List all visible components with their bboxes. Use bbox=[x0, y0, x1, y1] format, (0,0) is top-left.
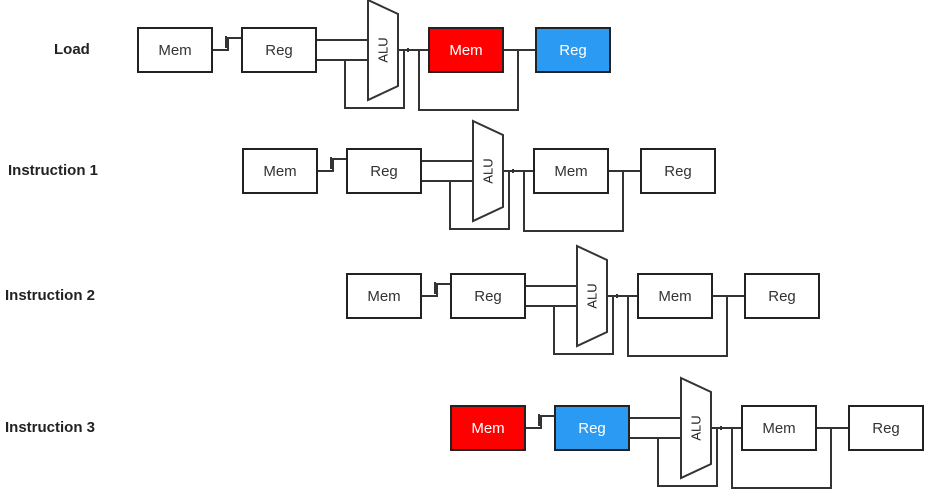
row-label: Instruction 2 bbox=[5, 287, 95, 304]
wire bbox=[418, 50, 519, 111]
mem-stage-label: Mem bbox=[658, 288, 691, 305]
mem-box-rect bbox=[242, 148, 318, 194]
reg-box-rect bbox=[554, 405, 630, 451]
wire bbox=[421, 283, 451, 297]
mem-stage-box: Mem bbox=[346, 273, 422, 319]
pipeline-row-load: Load Mem Reg Mem Reg ALU bbox=[54, 0, 611, 111]
mem-stage-label: Mem bbox=[449, 42, 482, 59]
mem-box-rect bbox=[428, 27, 504, 73]
reg-box-rect bbox=[848, 405, 924, 451]
alu-shape bbox=[680, 376, 712, 480]
alu-label: ALU bbox=[584, 283, 599, 308]
reg-box-rect bbox=[346, 148, 422, 194]
mem-box-rect bbox=[533, 148, 609, 194]
reg-stage-label: Reg bbox=[474, 288, 502, 305]
reg-stage-label: Reg bbox=[578, 420, 606, 437]
alu-stage: ALU bbox=[576, 244, 608, 348]
mem-stage-box: Mem bbox=[741, 405, 817, 451]
wires bbox=[421, 282, 745, 357]
wires bbox=[525, 414, 849, 489]
alu-label: ALU bbox=[480, 158, 495, 183]
reg-stage-box: Reg bbox=[554, 405, 630, 451]
mem-box-rect bbox=[137, 27, 213, 73]
pipeline-row-instruction-1: Instruction 1 Mem Reg Mem Reg ALU bbox=[8, 119, 716, 232]
mem-box-rect bbox=[346, 273, 422, 319]
mem-stage-label: Mem bbox=[762, 420, 795, 437]
alu-shape bbox=[367, 0, 399, 102]
row-label: Instruction 1 bbox=[8, 162, 98, 179]
mem-stage-box: Mem bbox=[137, 27, 213, 73]
wire bbox=[317, 158, 347, 172]
reg-stage-box: Reg bbox=[640, 148, 716, 194]
mem-stage-box: Mem bbox=[533, 148, 609, 194]
alu-label: ALU bbox=[688, 415, 703, 440]
pipeline-row-instruction-2: Instruction 2 Mem Reg Mem Reg ALU bbox=[5, 244, 820, 357]
wire bbox=[212, 37, 242, 51]
wire bbox=[627, 296, 728, 357]
mem-stage-label: Mem bbox=[158, 42, 191, 59]
wires bbox=[317, 157, 641, 232]
mem-box-rect bbox=[741, 405, 817, 451]
reg-stage-label: Reg bbox=[559, 42, 587, 59]
reg-stage-label: Reg bbox=[265, 42, 293, 59]
reg-stage-box: Reg bbox=[346, 148, 422, 194]
alu-shape bbox=[576, 244, 608, 348]
mem-stage-box: Mem bbox=[637, 273, 713, 319]
wires bbox=[212, 36, 536, 111]
reg-stage-label: Reg bbox=[370, 163, 398, 180]
reg-stage-label: Reg bbox=[768, 288, 796, 305]
wire bbox=[553, 296, 614, 355]
wire bbox=[449, 171, 510, 230]
mem-stage-box: Mem bbox=[428, 27, 504, 73]
alu-stage: ALU bbox=[367, 0, 399, 102]
mem-stage-label: Mem bbox=[554, 163, 587, 180]
mem-stage-label: Mem bbox=[263, 163, 296, 180]
reg-stage-label: Reg bbox=[664, 163, 692, 180]
pipeline-row-instruction-3: Instruction 3 Mem Reg Mem Reg ALU bbox=[5, 376, 924, 489]
mem-stage-label: Mem bbox=[471, 420, 504, 437]
row-label: Load bbox=[54, 41, 90, 58]
mem-box-rect bbox=[637, 273, 713, 319]
reg-box-rect bbox=[744, 273, 820, 319]
alu-stage: ALU bbox=[472, 119, 504, 223]
reg-stage-box: Reg bbox=[535, 27, 611, 73]
mem-box-rect bbox=[450, 405, 526, 451]
wire bbox=[523, 171, 624, 232]
reg-stage-box: Reg bbox=[450, 273, 526, 319]
reg-box-rect bbox=[241, 27, 317, 73]
wire bbox=[731, 428, 832, 489]
wire bbox=[525, 415, 555, 429]
reg-box-rect bbox=[535, 27, 611, 73]
alu-shape bbox=[472, 119, 504, 223]
reg-stage-box: Reg bbox=[848, 405, 924, 451]
mem-stage-box: Mem bbox=[242, 148, 318, 194]
wire bbox=[344, 50, 405, 109]
alu-label: ALU bbox=[375, 37, 390, 62]
mem-stage-label: Mem bbox=[367, 288, 400, 305]
reg-stage-box: Reg bbox=[241, 27, 317, 73]
alu-stage: ALU bbox=[680, 376, 712, 480]
reg-stage-box: Reg bbox=[744, 273, 820, 319]
row-label: Instruction 3 bbox=[5, 419, 95, 436]
wire bbox=[657, 428, 718, 487]
mem-stage-box: Mem bbox=[450, 405, 526, 451]
reg-box-rect bbox=[450, 273, 526, 319]
reg-box-rect bbox=[640, 148, 716, 194]
reg-stage-label: Reg bbox=[872, 420, 900, 437]
